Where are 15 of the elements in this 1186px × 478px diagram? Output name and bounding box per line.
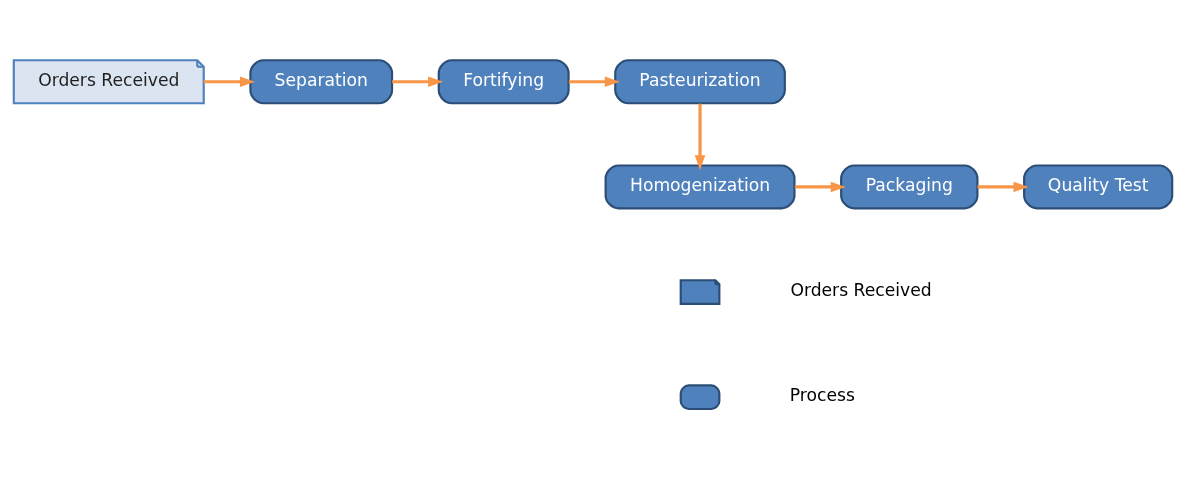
arrow [977, 181, 1029, 192]
arrow [203, 76, 255, 87]
node-box: Fortifying [437, 58, 570, 104]
arrow [694, 103, 706, 170]
node-box [679, 383, 721, 410]
arrow [568, 76, 620, 87]
arrow [794, 181, 846, 192]
node-box: Homogenization [604, 163, 796, 209]
legend-label: Process [789, 384, 855, 405]
node-box: Pasteurization [614, 58, 786, 104]
node-box: Packaging [840, 163, 979, 209]
node-box: Quality Test [1023, 163, 1174, 209]
legend-label: Orders Received [790, 279, 932, 300]
node-box: Separation [249, 58, 394, 104]
arrow [392, 76, 444, 87]
